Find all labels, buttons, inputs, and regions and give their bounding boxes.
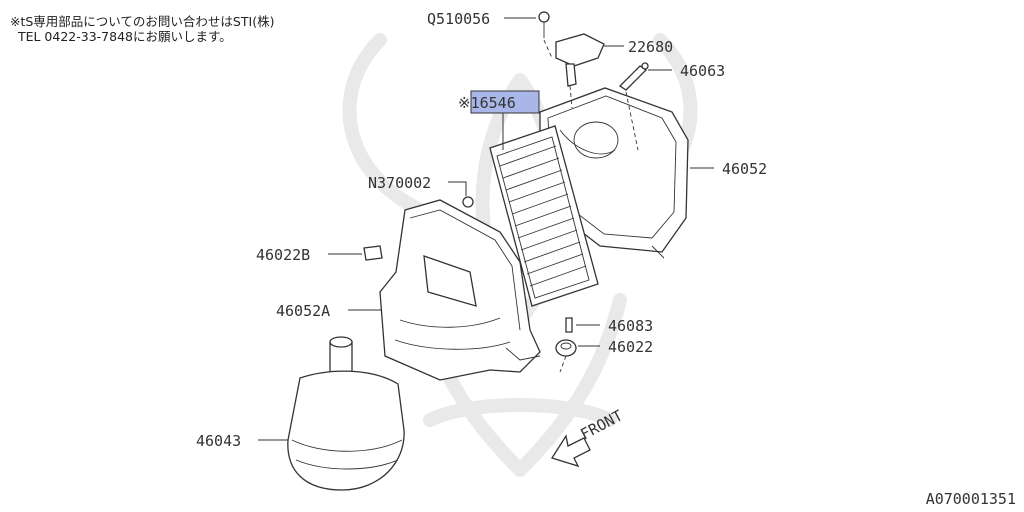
label-16546[interactable]: ※16546 (458, 94, 516, 112)
lower-case-46052a[interactable] (379, 199, 541, 381)
filter-pleats (499, 145, 587, 287)
highlight-16546 (470, 90, 540, 114)
label-46043[interactable]: 46043 (196, 432, 241, 450)
label-46022b[interactable]: 46022B (256, 246, 310, 264)
air-filter-16546[interactable] (489, 125, 599, 307)
hose-46063[interactable] (618, 62, 649, 91)
label-46052[interactable]: 46052 (722, 160, 767, 178)
resonator-46043[interactable] (287, 336, 405, 491)
label-46063[interactable]: 46063 (680, 62, 725, 80)
grommet-46022[interactable] (555, 339, 577, 357)
label-q510056[interactable]: Q510056 (427, 10, 490, 28)
label-46022[interactable]: 46022 (608, 338, 653, 356)
sensor-22680[interactable] (555, 33, 605, 87)
label-22680[interactable]: 22680 (628, 38, 673, 56)
diagram-id: A070001351 (926, 490, 1016, 508)
nut-n370002[interactable] (462, 196, 474, 208)
note-line-2: TEL 0422-33-7848にお願いします。 (17, 29, 232, 44)
label-46052a[interactable]: 46052A (276, 302, 330, 320)
bolt-q510056[interactable] (538, 11, 550, 38)
label-46083[interactable]: 46083 (608, 317, 653, 335)
sti-contact-note: ※tS専用部品についてのお問い合わせはSTI(株) TEL 0422-33-78… (10, 14, 274, 44)
clip-46022b[interactable] (363, 245, 383, 261)
pin-46083[interactable] (565, 317, 573, 333)
label-n370002[interactable]: N370002 (368, 174, 431, 192)
front-arrow-icon (550, 434, 591, 468)
note-line-1: ※tS専用部品についてのお問い合わせはSTI(株) (10, 14, 275, 29)
